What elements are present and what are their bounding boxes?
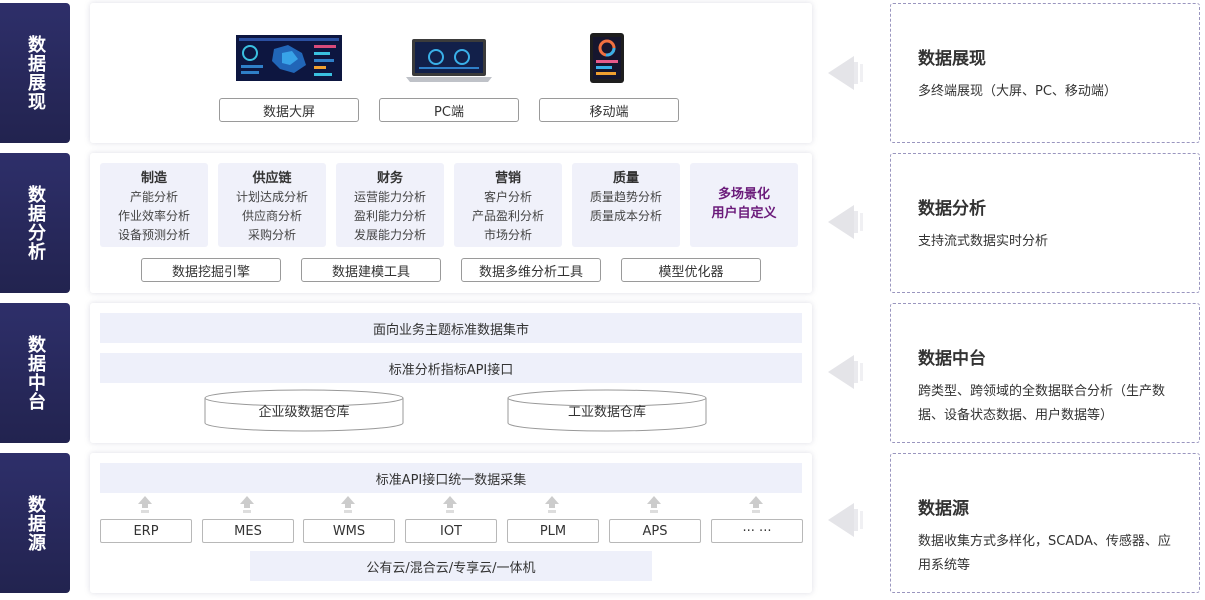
- source-mes[interactable]: MES: [202, 519, 294, 543]
- category-item: 质量趋势分析: [589, 190, 662, 204]
- category-supply-chain: 供应链 计划达成分析 供应商分析 采购分析: [218, 163, 326, 247]
- enterprise-warehouse-cylinder: 企业级数据仓库: [204, 389, 404, 433]
- up-arrow-icon: [443, 496, 457, 514]
- data-modeling-tool-button[interactable]: 数据建模工具: [301, 258, 441, 282]
- desc-title: 数据源: [918, 499, 969, 519]
- category-item: 设备预测分析: [117, 228, 190, 242]
- desc-title: 数据中台: [918, 349, 986, 369]
- source-more[interactable]: ··· ···: [711, 519, 803, 543]
- api-collection-bar: 标准API接口统一数据采集: [100, 463, 802, 493]
- cloud-deployment-bar: 公有云/混合云/专享云/一体机: [250, 551, 652, 581]
- data-mart-bar: 面向业务主题标准数据集市: [100, 313, 802, 343]
- pc-button[interactable]: PC端: [379, 98, 519, 122]
- desc-text: 跨类型、跨领域的全数据联合分析（生产数据、设备状态数据、用户数据等）: [918, 384, 1166, 423]
- category-item: 计划达成分析: [235, 190, 308, 204]
- category-custom: 多场景化 用户自定义: [690, 163, 798, 247]
- warehouse-label: 工业数据仓库: [567, 405, 646, 420]
- chevron-left-icon: [828, 56, 868, 90]
- chevron-left-icon: [828, 355, 868, 389]
- mobile-button[interactable]: 移动端: [539, 98, 679, 122]
- category-item: 客户分析: [483, 190, 532, 204]
- big-screen-device-icon: [236, 35, 342, 81]
- middle-platform-panel: 面向业务主题标准数据集市 标准分析指标API接口 企业级数据仓库 工业数据仓库: [90, 303, 812, 443]
- category-item: 市场分析: [483, 228, 532, 242]
- category-item: 运营能力分析: [353, 190, 426, 204]
- desc-box-middle-platform: 数据中台 跨类型、跨领域的全数据联合分析（生产数据、设备状态数据、用户数据等）: [890, 303, 1200, 443]
- up-arrow-icon: [647, 496, 661, 514]
- source-erp[interactable]: ERP: [100, 519, 192, 543]
- special-line: 多场景化: [717, 187, 770, 202]
- mobile-device-icon: [590, 33, 624, 83]
- category-title: 制造: [140, 171, 167, 186]
- category-item: 供应商分析: [241, 209, 302, 223]
- category-item: 采购分析: [247, 228, 296, 242]
- analysis-panel: 制造 产能分析 作业效率分析 设备预测分析 供应链 计划达成分析 供应商分析 采…: [90, 153, 812, 293]
- desc-title: 数据分析: [918, 199, 986, 219]
- data-source-panel: 标准API接口统一数据采集 ERP MES WMS IOT PLM APS ··…: [90, 453, 812, 593]
- category-item: 产能分析: [129, 190, 178, 204]
- layer-tab-analysis: 数据分析: [0, 153, 70, 293]
- desc-text: 数据收集方式多样化，SCADA、传感器、应用系统等: [918, 534, 1171, 573]
- source-iot[interactable]: IOT: [405, 519, 497, 543]
- model-optimizer-button[interactable]: 模型优化器: [621, 258, 761, 282]
- desc-box-analysis: 数据分析 支持流式数据实时分析: [890, 153, 1200, 293]
- category-finance: 财务 运营能力分析 盈利能力分析 发展能力分析: [336, 163, 444, 247]
- presentation-panel: 数据大屏 PC端 移动端: [90, 3, 812, 143]
- category-title: 供应链: [252, 171, 292, 186]
- up-arrow-icon: [138, 496, 152, 514]
- desc-title: 数据展现: [918, 49, 986, 69]
- desc-box-data-source: 数据源 数据收集方式多样化，SCADA、传感器、应用系统等: [890, 453, 1200, 593]
- up-arrow-icon: [240, 496, 254, 514]
- source-aps[interactable]: APS: [609, 519, 701, 543]
- desc-box-presentation: 数据展现 多终端展现（大屏、PC、移动端）: [890, 3, 1200, 143]
- up-arrow-icon: [749, 496, 763, 514]
- industrial-warehouse-cylinder: 工业数据仓库: [507, 389, 707, 433]
- category-quality: 质量 质量趋势分析 质量成本分析: [572, 163, 680, 247]
- category-item: 作业效率分析: [117, 209, 190, 223]
- category-item: 质量成本分析: [589, 209, 662, 223]
- data-mining-engine-button[interactable]: 数据挖掘引擎: [141, 258, 281, 282]
- chevron-left-icon: [828, 503, 868, 537]
- category-title: 财务: [376, 171, 403, 186]
- multidim-analysis-tool-button[interactable]: 数据多维分析工具: [461, 258, 601, 282]
- layer-tab-middle-platform: 数据中台: [0, 303, 70, 443]
- source-plm[interactable]: PLM: [507, 519, 599, 543]
- warehouse-label: 企业级数据仓库: [258, 405, 350, 420]
- category-item: 盈利能力分析: [353, 209, 426, 223]
- api-interface-bar: 标准分析指标API接口: [100, 353, 802, 383]
- source-wms[interactable]: WMS: [303, 519, 395, 543]
- big-screen-button[interactable]: 数据大屏: [219, 98, 359, 122]
- category-manufacturing: 制造 产能分析 作业效率分析 设备预测分析: [100, 163, 208, 247]
- laptop-device-icon: [406, 39, 492, 83]
- layer-tab-presentation: 数据展现: [0, 3, 70, 143]
- up-arrow-icon: [341, 496, 355, 514]
- category-title: 营销: [494, 171, 521, 186]
- chevron-left-icon: [828, 205, 868, 239]
- category-item: 发展能力分析: [353, 228, 426, 242]
- category-title: 质量: [612, 171, 639, 186]
- layer-tab-data-source: 数据源: [0, 453, 70, 593]
- category-item: 产品盈利分析: [471, 209, 544, 223]
- desc-text: 多终端展现（大屏、PC、移动端）: [918, 84, 1117, 99]
- category-marketing: 营销 客户分析 产品盈利分析 市场分析: [454, 163, 562, 247]
- up-arrow-icon: [545, 496, 559, 514]
- special-line: 用户自定义: [711, 206, 777, 221]
- desc-text: 支持流式数据实时分析: [918, 234, 1049, 249]
